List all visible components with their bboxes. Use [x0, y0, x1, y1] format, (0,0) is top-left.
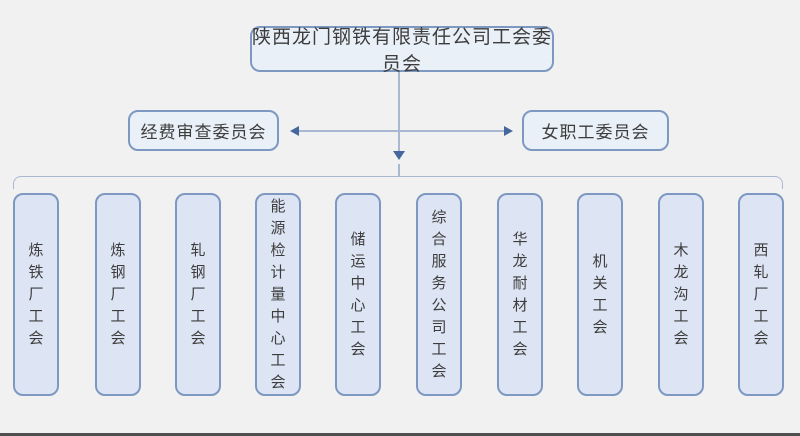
scan-bottom-edge: [0, 433, 800, 436]
branch-label: 炼铁厂工会: [28, 242, 44, 347]
branch-bracket-line: [13, 176, 783, 189]
branch-box-comprehensive-service: 综合服务公司工会: [416, 193, 462, 396]
arrow-right-icon: [504, 125, 513, 136]
branch-box-office: 机关工会: [577, 193, 623, 396]
branch-label: 轧钢厂工会: [190, 242, 206, 347]
branch-label: 木龙沟工会: [673, 242, 689, 347]
branch-box-west-rolling: 西轧厂工会: [738, 193, 784, 396]
branch-label: 储运中心工会: [350, 231, 366, 358]
branch-box-iron-smelting: 炼铁厂工会: [13, 193, 59, 396]
branch-label: 能源检计量中心工会: [270, 198, 286, 391]
branch-label: 综合服务公司工会: [431, 209, 447, 380]
branch-label: 机关工会: [592, 253, 608, 336]
branch-box-steelmaking: 炼钢厂工会: [95, 193, 141, 396]
branch-box-mulonggou: 木龙沟工会: [658, 193, 704, 396]
arrow-left-icon: [290, 125, 299, 136]
branch-box-storage-transport: 储运中心工会: [335, 193, 381, 396]
connector-center-stem: [398, 164, 400, 177]
committee-label: 经费审查委员会: [140, 123, 267, 142]
connector-vertical-line: [398, 72, 400, 151]
org-root-label: 陕西龙门钢铁有限责任公司工会委员会: [252, 27, 553, 75]
arrow-down-icon: [392, 151, 405, 160]
branch-label: 西轧厂工会: [753, 242, 769, 347]
committee-box-female-workers: 女职工委员会: [522, 110, 669, 151]
branch-label: 炼钢厂工会: [110, 242, 126, 347]
org-root-box: 陕西龙门钢铁有限责任公司工会委员会: [250, 26, 554, 75]
connector-horizontal-line: [297, 130, 505, 132]
committee-label: 女职工委员会: [541, 123, 650, 142]
branch-box-energy-metering: 能源检计量中心工会: [255, 193, 301, 396]
branch-label: 华龙耐材工会: [512, 231, 528, 358]
branch-box-hualong-refractory: 华龙耐材工会: [497, 193, 543, 396]
branch-box-steel-rolling: 轧钢厂工会: [175, 193, 221, 396]
committee-box-funds-review: 经费审查委员会: [128, 110, 279, 151]
